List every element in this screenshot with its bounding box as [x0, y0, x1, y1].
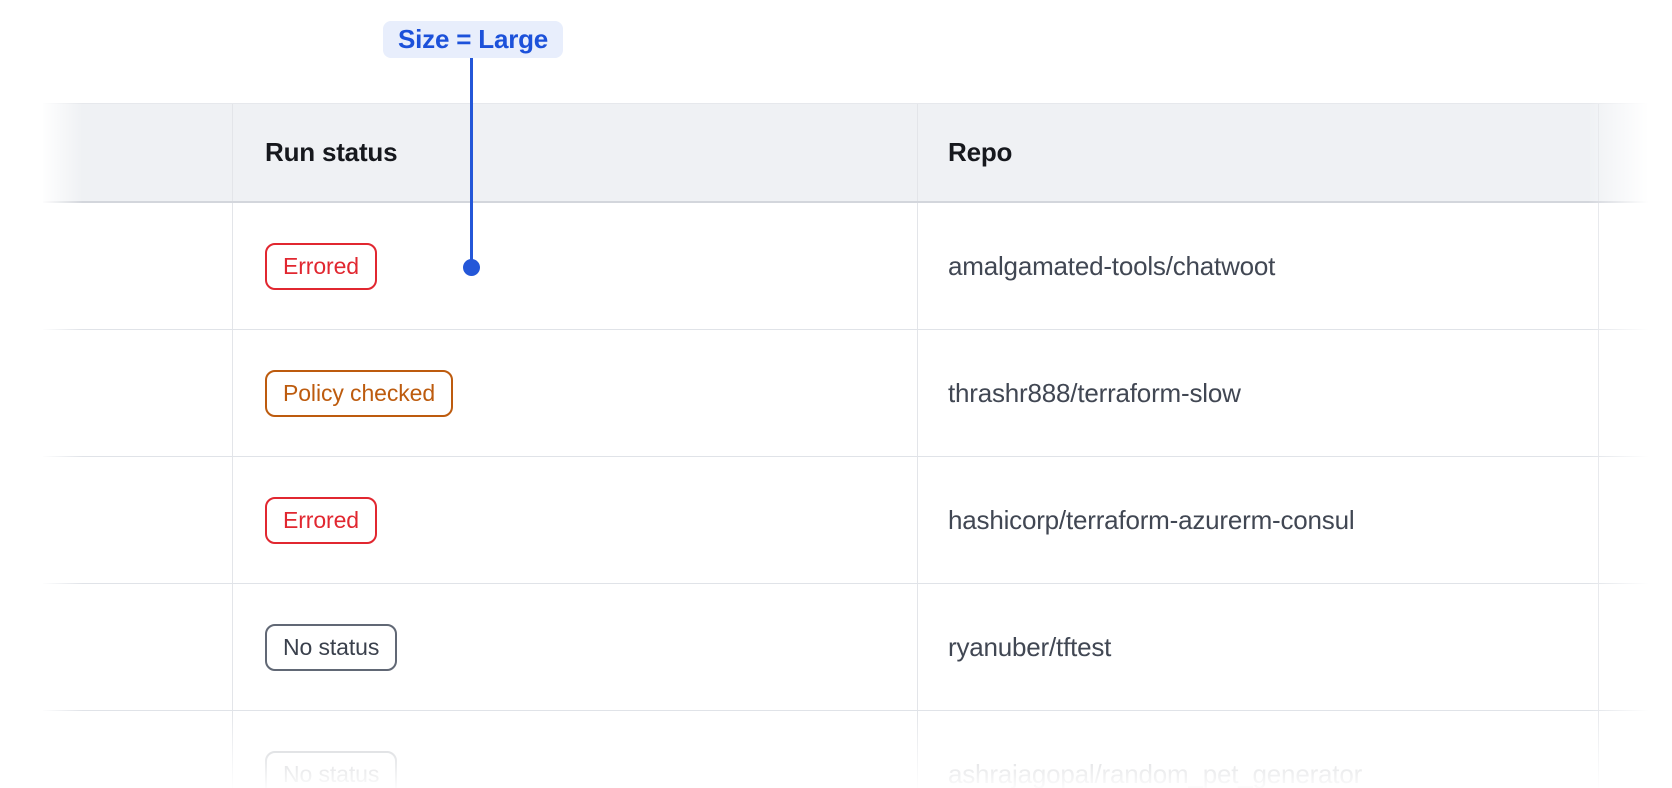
- row-overflow-cell: [1598, 584, 1672, 710]
- repo-name: amalgamated-tools/chatwoot: [948, 250, 1276, 281]
- repo-cell: ashrajagopal/random_pet_generator: [917, 711, 1598, 788]
- run-status-cell: No status: [232, 711, 917, 788]
- run-status-cell: Errored: [232, 203, 917, 329]
- status-badge: Errored: [265, 242, 377, 290]
- row-leading-cell: [43, 203, 232, 329]
- repo-cell: hashicorp/terraform-azurerm-consul: [917, 457, 1598, 583]
- repo-cell: ryanuber/tftest: [917, 584, 1598, 710]
- repo-name: ryanuber/tftest: [948, 631, 1112, 662]
- row-overflow-cell: [1598, 203, 1672, 329]
- table-row[interactable]: Errored amalgamated-tools/chatwoot: [43, 203, 1672, 330]
- column-header-overflow: [1598, 104, 1672, 201]
- table-header-row: Run status Repo: [43, 103, 1672, 203]
- column-header-empty: [43, 104, 232, 201]
- repo-cell: amalgamated-tools/chatwoot: [917, 203, 1598, 329]
- row-leading-cell: [43, 457, 232, 583]
- status-badge: No status: [265, 623, 398, 671]
- table-row[interactable]: Policy checked thrashr888/terraform-slow: [43, 330, 1672, 457]
- table-row[interactable]: Errored hashicorp/terraform-azurerm-cons…: [43, 457, 1672, 584]
- row-overflow-cell: [1598, 711, 1672, 788]
- repo-name: ashrajagopal/random_pet_generator: [948, 758, 1363, 788]
- repo-cell: thrashr888/terraform-slow: [917, 330, 1598, 456]
- column-header-run-status: Run status: [232, 104, 917, 201]
- callout-line: [470, 58, 473, 260]
- repo-name: hashicorp/terraform-azurerm-consul: [948, 504, 1355, 535]
- row-leading-cell: [43, 711, 232, 788]
- table-row[interactable]: No status ashrajagopal/random_pet_genera…: [43, 711, 1672, 788]
- status-badge: Errored: [265, 496, 377, 544]
- table-row[interactable]: No status ryanuber/tftest: [43, 584, 1672, 711]
- repo-name: thrashr888/terraform-slow: [948, 377, 1241, 408]
- runs-table: Run status Repo Errored amalgamated-tool…: [43, 103, 1672, 788]
- run-status-cell: Errored: [232, 457, 917, 583]
- run-status-cell: Policy checked: [232, 330, 917, 456]
- row-overflow-cell: [1598, 330, 1672, 456]
- column-header-repo: Repo: [917, 104, 1598, 201]
- run-status-cell: No status: [232, 584, 917, 710]
- row-leading-cell: [43, 584, 232, 710]
- size-annotation-label: Size = Large: [383, 21, 564, 58]
- row-overflow-cell: [1598, 457, 1672, 583]
- row-leading-cell: [43, 330, 232, 456]
- status-badge: Policy checked: [265, 369, 454, 417]
- callout-dot: [463, 259, 480, 276]
- status-badge: No status: [265, 750, 398, 788]
